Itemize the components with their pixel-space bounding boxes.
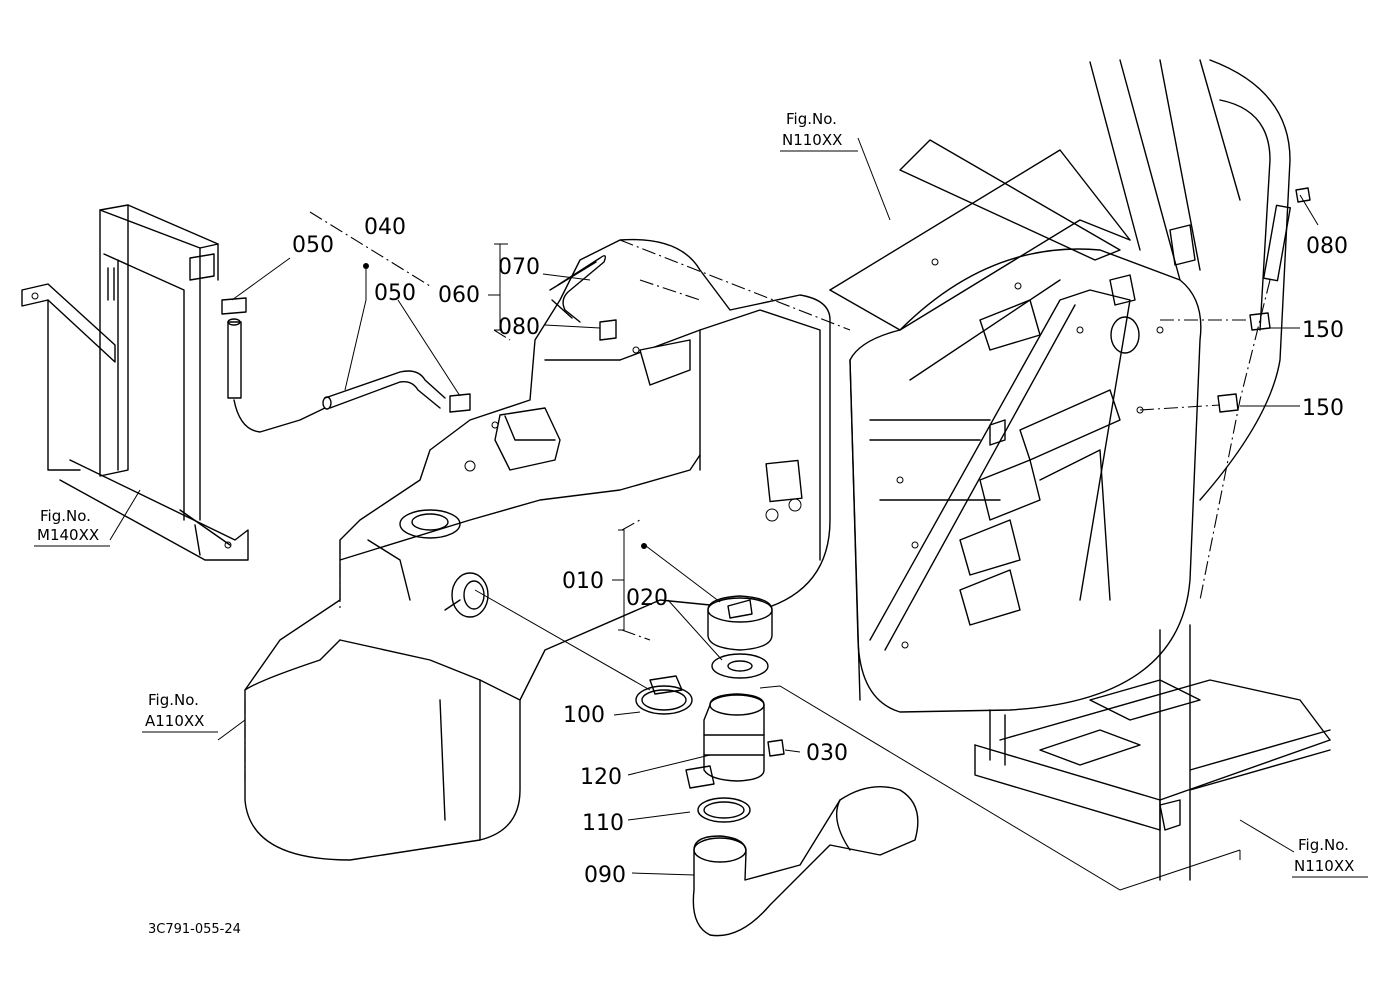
drawing-code: 3C791-055-24	[148, 922, 241, 937]
svg-text:Fig.No.: Fig.No.	[1298, 836, 1349, 854]
svg-text:M140XX: M140XX	[37, 526, 99, 544]
callout-060: 060	[438, 283, 480, 308]
fig-ref-tank: Fig.No. A110XX	[142, 691, 218, 733]
callout-050-left: 050	[292, 233, 334, 258]
fig-ref-bottom-right: Fig.No. N110XX	[1292, 836, 1368, 878]
callout-090: 090	[584, 863, 626, 888]
callout-080-right: 080	[1306, 234, 1348, 259]
callout-150-bottom: 150	[1302, 396, 1344, 421]
group-brackets	[488, 243, 651, 641]
svg-text:N110XX: N110XX	[782, 131, 842, 149]
fig-ref-left: Fig.No. M140XX	[34, 507, 110, 547]
callout-010: 010	[562, 569, 604, 594]
callout-020: 020	[626, 586, 668, 611]
side-hose	[1199, 187, 1311, 601]
hidden-outline	[244, 540, 341, 780]
reference-lines	[309, 211, 1250, 891]
callout-080-top: 080	[498, 315, 540, 340]
callout-100: 100	[563, 703, 605, 728]
callout-120: 120	[580, 765, 622, 790]
cab-frame	[829, 59, 1291, 713]
svg-text:N110XX: N110XX	[1294, 857, 1354, 875]
leader-lines	[109, 137, 1319, 876]
vent-hose	[549, 255, 617, 341]
breather-hose	[221, 263, 471, 433]
svg-text:A110XX: A110XX	[145, 712, 204, 730]
fuel-tank	[244, 238, 831, 861]
callout-030: 030	[806, 741, 848, 766]
callout-050-right: 050	[374, 281, 416, 306]
callout-150-top: 150	[1302, 318, 1344, 343]
svg-text:Fig.No.: Fig.No.	[40, 507, 91, 525]
floor-frame	[974, 624, 1331, 881]
support-bracket	[21, 204, 249, 561]
svg-text:Fig.No.: Fig.No.	[148, 691, 199, 709]
callout-070: 070	[498, 255, 540, 280]
fig-ref-top: Fig.No. N110XX	[780, 110, 858, 152]
filler-assembly	[635, 543, 919, 937]
svg-text:Fig.No.: Fig.No.	[786, 110, 837, 128]
callout-110: 110	[582, 811, 624, 836]
callout-040: 040	[364, 215, 406, 240]
